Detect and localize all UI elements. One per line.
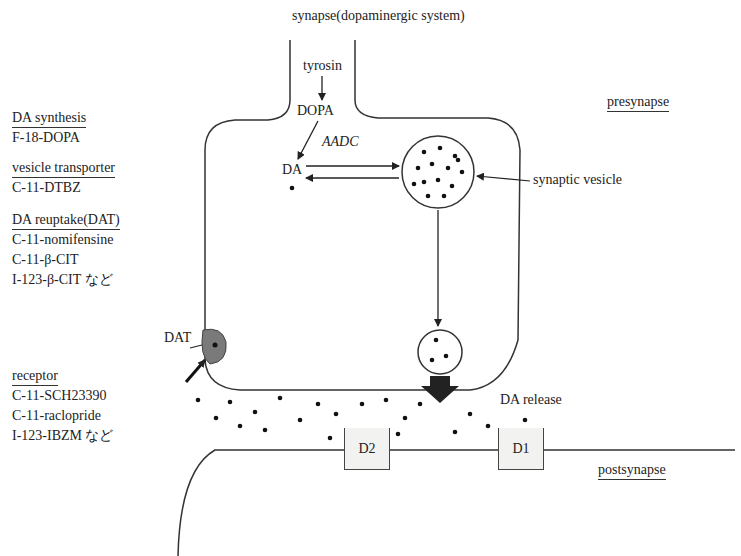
dopamine-dot: [434, 338, 439, 343]
dopamine-dot: [360, 402, 365, 407]
dopamine-dot: [486, 424, 491, 429]
dopamine-dot: [523, 418, 528, 423]
category-heading: receptor: [12, 368, 58, 386]
dopamine-dot: [238, 424, 243, 429]
dopamine-dot: [396, 432, 401, 437]
enzyme-label: AADC: [322, 134, 359, 150]
dopamine-dot: [436, 178, 441, 183]
dopamine-dot: [213, 343, 218, 348]
molecule-label: DOPA: [297, 103, 334, 119]
synthesis-arrow: [321, 76, 322, 100]
dopamine-dot: [450, 184, 455, 189]
transport-arrow: [437, 210, 438, 326]
leak-arrow: [306, 177, 399, 178]
dopamine-dot: [453, 430, 458, 435]
dopamine-dot: [298, 418, 303, 423]
molecule-label: DA: [282, 162, 302, 178]
dopamine-dot: [316, 402, 321, 407]
tracer-name: C-11-nomifensine: [12, 232, 113, 248]
process-label: DA release: [500, 392, 562, 408]
tracer-name: C-11-β-CIT: [12, 252, 78, 268]
dopamine-dot: [456, 158, 461, 163]
dopamine-dot: [384, 398, 389, 403]
leader-line: [477, 176, 530, 181]
tracer-name: C-11-DTBZ: [12, 180, 81, 196]
synaptic-vesicle: [402, 136, 474, 208]
receptor-label: D1: [512, 441, 529, 457]
reuptake-arrow: [186, 360, 205, 382]
category-heading: DA synthesis: [12, 110, 86, 128]
receptor-box: D1: [498, 428, 544, 470]
leader-line: [190, 345, 202, 348]
dopamine-dot: [263, 428, 268, 433]
dopamine-dot: [438, 146, 443, 151]
dopamine-dots: [196, 146, 528, 441]
dopamine-dot: [416, 166, 421, 171]
dopamine-dot: [426, 194, 431, 199]
tracer-name: I-123-IBZM など: [12, 428, 114, 444]
dopamine-dot: [430, 358, 435, 363]
receptor-box: D2: [344, 428, 390, 470]
dopamine-dot: [422, 180, 427, 185]
dopamine-dot: [453, 154, 458, 159]
dopamine-dot: [290, 186, 295, 191]
dopamine-dot: [446, 166, 451, 171]
dopamine-dot: [196, 398, 201, 403]
dat-transporter: [202, 329, 226, 364]
part-label: DAT: [164, 330, 191, 346]
dopamine-dot: [253, 410, 258, 415]
dopamine-dot: [460, 170, 465, 175]
dopamine-dot: [418, 402, 423, 407]
dopamine-dot: [228, 400, 233, 405]
dopamine-dot: [422, 150, 427, 155]
tracer-name: F-18-DOPA: [12, 130, 80, 146]
release-arrow: [421, 376, 459, 403]
uptake-arrow: [306, 165, 399, 166]
dopamine-dot: [334, 412, 339, 417]
dopamine-dot: [412, 182, 417, 187]
releasing-vesicle: [418, 330, 462, 374]
postsynapse-outline: [178, 450, 735, 556]
diagram-title: synapse(dopaminergic system): [292, 8, 465, 24]
tracer-name: C-11-raclopride: [12, 408, 101, 424]
dopamine-dot: [430, 162, 435, 167]
receptor-label: D2: [358, 441, 375, 457]
part-label: synaptic vesicle: [533, 172, 622, 188]
dopamine-dot: [442, 194, 447, 199]
region-label: presynapse: [607, 94, 669, 112]
tracer-name: I-123-β-CIT など: [12, 272, 113, 288]
tracer-name: C-11-SCH23390: [12, 388, 106, 404]
presynapse-outline: [205, 40, 520, 390]
dopamine-dot: [328, 436, 333, 441]
region-label: postsynapse: [598, 462, 666, 480]
aadc-arrow: [298, 121, 318, 159]
dopamine-dot: [403, 416, 408, 421]
molecule-label: tyrosin: [303, 58, 342, 74]
dopamine-dot: [468, 412, 473, 417]
dopamine-dot: [444, 354, 449, 359]
category-heading: vesicle transporter: [12, 160, 115, 178]
dopamine-dot: [214, 416, 219, 421]
category-heading: DA reuptake(DAT): [12, 212, 120, 230]
dopamine-dot: [278, 396, 283, 401]
